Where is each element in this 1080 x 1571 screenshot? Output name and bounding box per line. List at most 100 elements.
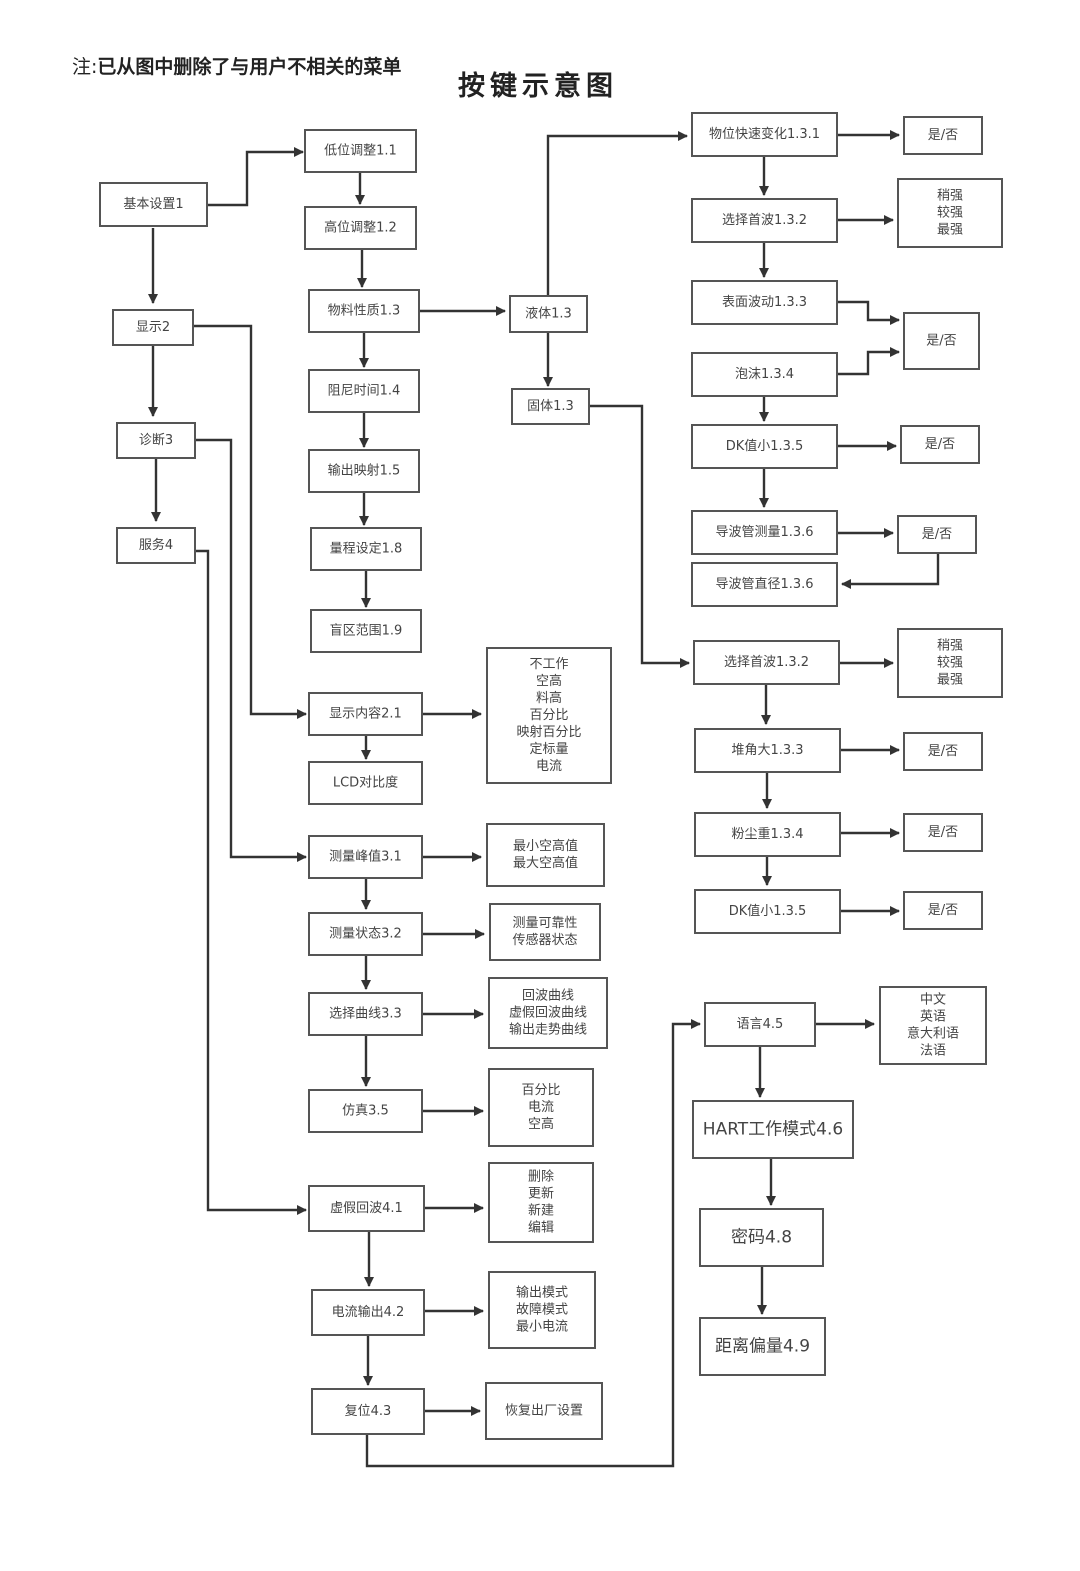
node-box (488, 1271, 596, 1349)
node-box (897, 178, 1003, 248)
note-text: 注:已从图中删除了与用户不相关的菜单 (72, 52, 401, 79)
node-l132: 选择首波1.3.2 (691, 198, 838, 243)
node-label: 电流输出4.2 (332, 1304, 405, 1320)
node-label: 虚假回波4.1 (330, 1201, 403, 1216)
node-label: 诊断3 (139, 433, 173, 448)
node-label: HART工作模式4.6 (703, 1120, 843, 1140)
node-label: 物位快速变化1.3.1 (709, 126, 820, 142)
node-v42: 电流输出4.2 (311, 1289, 425, 1336)
connector-arrow (195, 549, 307, 1215)
node-box (308, 761, 423, 805)
node-label: 是/否 (928, 825, 958, 840)
node-box (311, 1388, 425, 1435)
node-box (903, 732, 983, 771)
node-g33: 选择曲线3.3 (308, 992, 423, 1036)
node-n15: 输出映射1.5 (308, 449, 420, 493)
node-box (308, 692, 423, 736)
node-label: 是/否 (925, 437, 955, 452)
node-box (308, 289, 420, 333)
connector-arrow (546, 131, 688, 296)
node-label: 空高 (536, 673, 562, 689)
node-g31: 测量峰值3.1 (308, 835, 423, 879)
node-box (903, 813, 983, 852)
node-box (694, 812, 841, 857)
node-label: 恢复出厂设置 (505, 1404, 583, 1419)
node-label: 故障模式 (516, 1303, 568, 1318)
node-diag: 诊断3 (116, 422, 196, 459)
node-box (897, 515, 977, 554)
node-liquid: 液体1.3 (509, 295, 588, 333)
node-label: 电流 (536, 759, 562, 774)
node-label: 选择曲线3.3 (329, 1007, 402, 1022)
node-box (691, 112, 838, 157)
node-label: 低位调整1.1 (324, 144, 397, 159)
node-label: 基本设置1 (123, 197, 183, 212)
node-label: 输出走势曲线 (509, 1022, 587, 1038)
node-label: 高位调整1.2 (324, 220, 397, 236)
node-label: 稍强 (937, 639, 963, 654)
node-label: 映射百分比 (516, 724, 581, 740)
node-n11: 低位调整1.1 (304, 129, 417, 173)
node-label: 新建 (528, 1203, 554, 1219)
node-box (486, 823, 605, 887)
node-box (310, 609, 422, 653)
node-label: 阻尼时间1.4 (328, 384, 401, 399)
node-label: 显示2 (136, 320, 170, 335)
node-box (308, 369, 420, 413)
node-box (691, 510, 838, 555)
node-label: 测量峰值3.1 (329, 849, 402, 865)
node-l131o: 是/否 (903, 116, 983, 155)
node-box (903, 891, 983, 930)
node-g35: 仿真3.5 (308, 1089, 423, 1133)
node-label: 是/否 (928, 744, 958, 759)
node-box (116, 422, 196, 459)
node-v48: 密码4.8 (699, 1208, 824, 1267)
node-label: 百分比 (521, 1083, 560, 1098)
node-label: 定标量 (529, 742, 568, 757)
connector-arrow (365, 1019, 701, 1468)
node-box (304, 206, 417, 250)
node-l133: 表面波动1.3.3 (691, 280, 838, 325)
diagram-title: 按键示意图 (458, 71, 618, 102)
node-box (704, 1002, 816, 1047)
node-label: 料高 (536, 690, 562, 706)
node-box (99, 182, 208, 227)
node-label: 测量状态3.2 (329, 927, 402, 942)
node-label: 仿真3.5 (342, 1104, 389, 1119)
node-label: 电流 (528, 1100, 554, 1115)
node-box (694, 728, 841, 773)
node-l131: 物位快速变化1.3.1 (691, 112, 838, 157)
node-box (304, 129, 417, 173)
node-box (112, 309, 194, 346)
node-box (691, 352, 838, 397)
node-s133: 堆角大1.3.3 (694, 728, 841, 773)
node-box (308, 449, 420, 493)
node-v49: 距离偏量4.9 (699, 1317, 826, 1376)
node-display: 显示2 (112, 309, 194, 346)
node-label: 是/否 (928, 903, 958, 918)
node-label: 固体1.3 (527, 399, 574, 414)
node-box (488, 977, 608, 1049)
node-label: 不工作 (529, 657, 568, 672)
node-box (308, 912, 423, 956)
node-box (116, 527, 196, 564)
node-label: 量程设定1.8 (330, 542, 403, 557)
node-label: 法语 (920, 1044, 946, 1059)
node-label: 导波管直径1.3.6 (715, 577, 813, 592)
node-label: 较强 (937, 656, 963, 671)
node-label: 较强 (937, 206, 963, 221)
node-box (308, 1089, 423, 1133)
node-label: 中文 (920, 993, 946, 1008)
connector-arrow (837, 300, 900, 325)
connector-arrow (837, 347, 900, 376)
connector-arrow (207, 147, 304, 207)
node-box (699, 1208, 824, 1267)
node-l136: 导波管测量1.3.6 (691, 510, 838, 555)
node-box (691, 280, 838, 325)
